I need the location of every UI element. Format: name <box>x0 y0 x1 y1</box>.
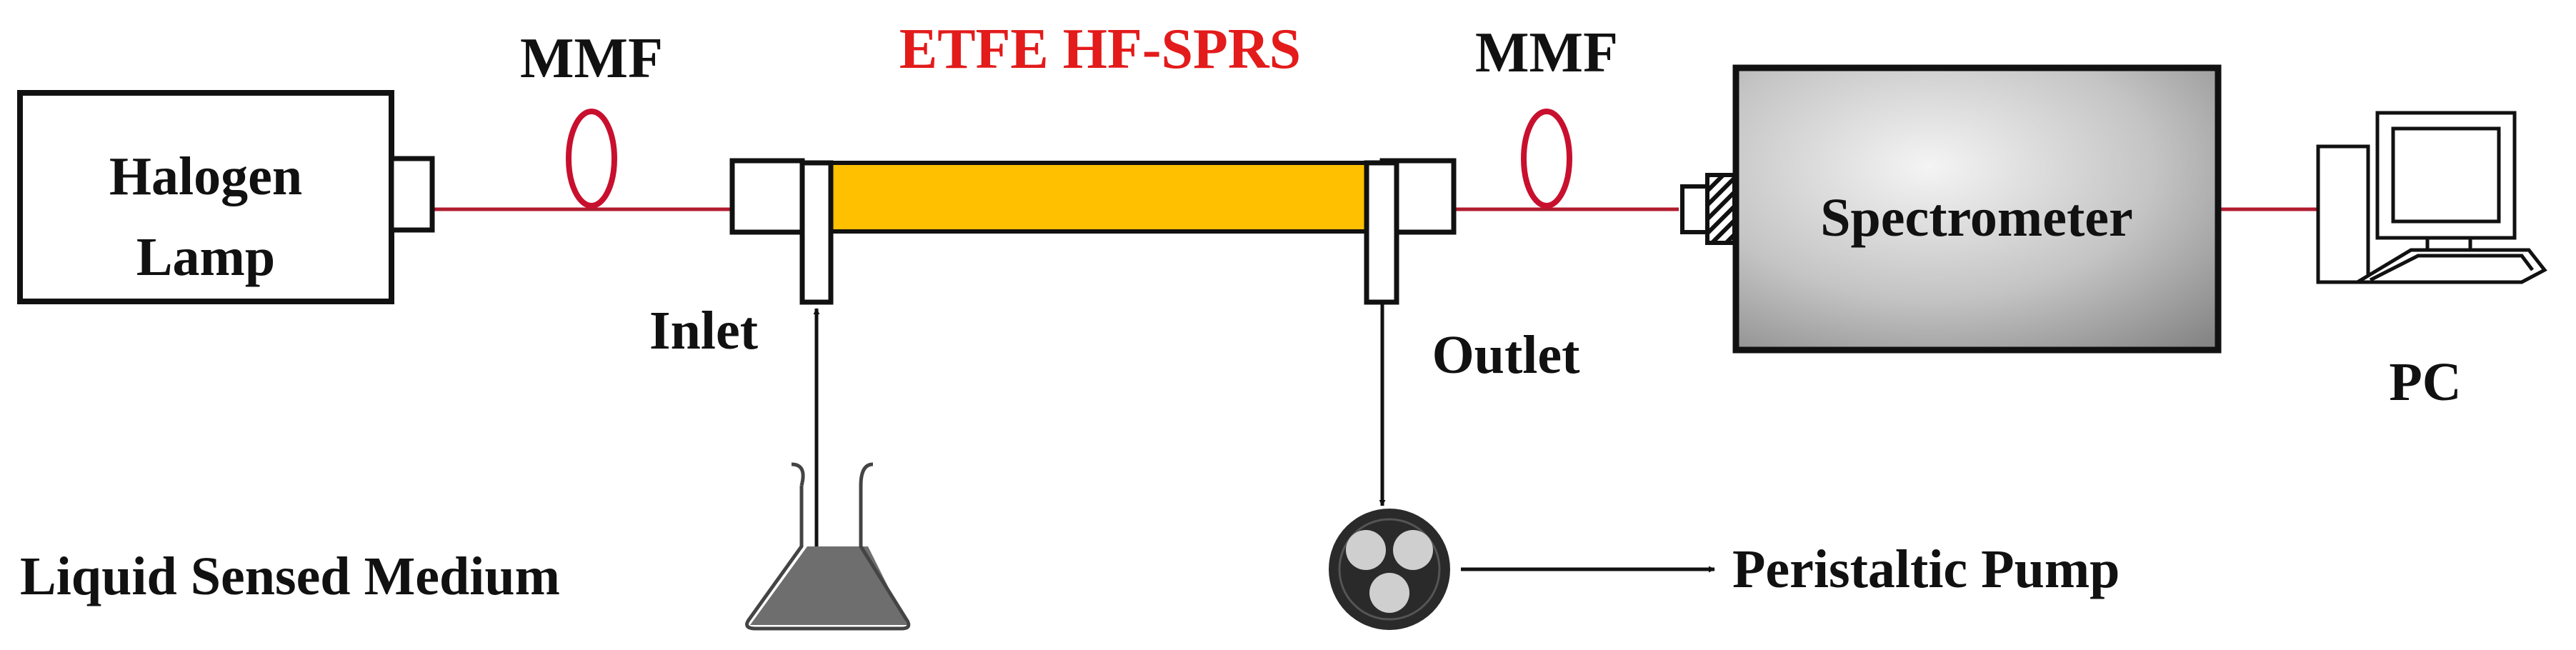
mmf-label-left: MMF <box>520 27 663 90</box>
mmf-loop-left-icon <box>566 109 617 209</box>
erlenmeyer-flask-icon <box>745 462 911 631</box>
spectrometer-label: Spectrometer <box>1820 188 2132 248</box>
halogen-lamp-connector <box>389 156 435 233</box>
halogen-lamp-box <box>17 90 394 304</box>
etfe-tube <box>819 161 1377 234</box>
spectrometer-connector <box>1705 173 1737 245</box>
inlet-port <box>799 160 834 305</box>
inlet-label: Inlet <box>649 301 758 361</box>
peristaltic-pump-icon <box>1329 509 1450 630</box>
computer-icon <box>2316 111 2547 284</box>
etfe-label: ETFE HF-SPRS <box>899 18 1301 81</box>
mmf-label-right: MMF <box>1475 21 1618 84</box>
spectrometer-input-port <box>1680 184 1709 234</box>
halogen-lamp-label-line2: Lamp <box>136 227 275 287</box>
liquid-medium-label: Liquid Sensed Medium <box>20 546 560 606</box>
spectrometer-box <box>1732 64 2222 354</box>
inlet-connector <box>729 158 805 235</box>
outlet-port <box>1364 160 1399 305</box>
peristaltic-pump-label: Peristaltic Pump <box>1732 539 2120 599</box>
halogen-lamp-label-line1: Halogen <box>109 146 302 206</box>
outlet-label: Outlet <box>1432 325 1580 385</box>
pc-label: PC <box>2389 352 2461 412</box>
mmf-loop-right-icon <box>1521 109 1572 209</box>
